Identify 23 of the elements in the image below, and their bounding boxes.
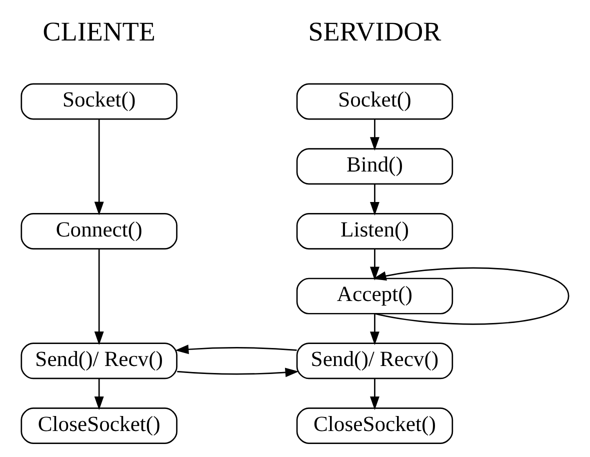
arrow bbox=[177, 368, 299, 378]
node-box: Bind() bbox=[296, 148, 454, 185]
node-box: CloseSocket() bbox=[296, 408, 454, 444]
arrow bbox=[370, 314, 380, 346]
arrow bbox=[370, 248, 380, 280]
arrow bbox=[94, 119, 104, 216]
node-box: Socket() bbox=[20, 83, 178, 120]
label: CLIENTE bbox=[42, 16, 156, 47]
node-box: CloseSocket() bbox=[20, 408, 178, 444]
node-box: Connect() bbox=[20, 212, 178, 250]
arrow bbox=[370, 119, 380, 151]
arrow bbox=[94, 249, 104, 345]
arrow bbox=[370, 378, 380, 410]
arrow bbox=[94, 378, 104, 410]
node-box: Send()/ Recv() bbox=[20, 342, 178, 380]
node-box: Socket() bbox=[296, 83, 454, 120]
arrow bbox=[370, 184, 380, 216]
arrow bbox=[175, 344, 297, 354]
label: SERVIDOR bbox=[308, 16, 442, 47]
node-box: Send()/ Recv() bbox=[296, 342, 454, 380]
node-box: Accept() bbox=[296, 278, 454, 314]
arrow bbox=[372, 267, 570, 325]
node-box: Listen() bbox=[296, 212, 454, 250]
